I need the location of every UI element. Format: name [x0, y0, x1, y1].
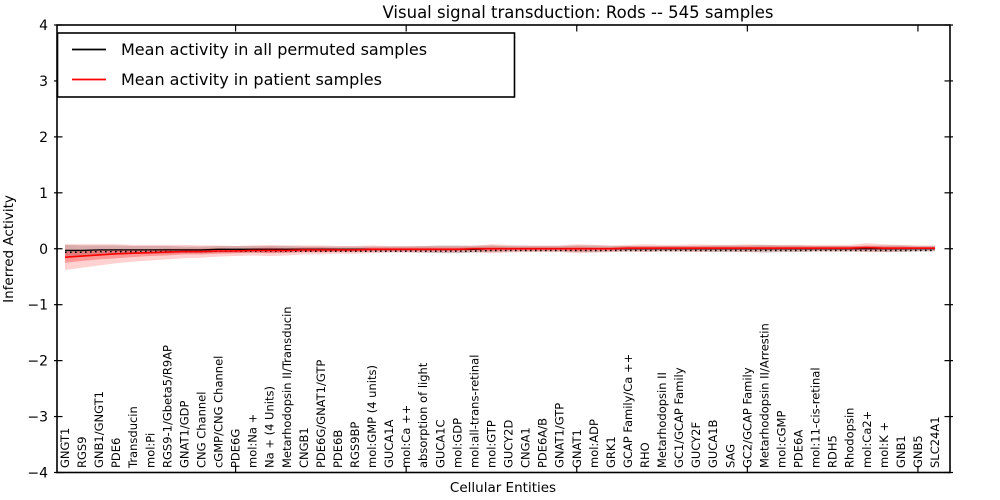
x-category-label: GNAT1/GDP [177, 401, 191, 468]
x-category-label: GNB1/GNGT1 [92, 391, 106, 468]
x-category-label: mol:Na + [246, 414, 260, 468]
legend-label-permuted: Mean activity in all permuted samples [121, 40, 427, 59]
x-category-label: Rhodopsin [843, 408, 857, 468]
x-category-label: RGS9BP [348, 422, 362, 468]
x-category-label: Metarhodopsin II [655, 372, 669, 468]
x-category-label: GNAT1 [570, 429, 584, 468]
x-category-label: cGMP/CNG Channel [212, 356, 226, 468]
x-category-label: Metarhodopsin II/Transducin [280, 306, 294, 468]
x-category-label: CNGA1 [519, 427, 533, 468]
x-category-label: GNB5 [911, 435, 925, 468]
x-category-label: CNGB1 [297, 427, 311, 468]
x-category-label: mol:GTP [484, 420, 498, 468]
x-category-label: Na + (4 Units) [263, 386, 277, 468]
x-category-label: CNG Channel [194, 392, 208, 468]
x-category-label: mol:Ca ++ [399, 405, 413, 468]
x-category-label: GUCA1C [433, 419, 447, 468]
x-category-label: GRK1 [604, 436, 618, 468]
x-category-label: mol:Pi [143, 433, 157, 468]
y-tick-label: 3 [39, 74, 48, 90]
x-category-label: PDE6B [331, 430, 345, 468]
x-category-label: mol:all-trans-retinal [467, 355, 481, 468]
x-category-label: absorption of light [416, 362, 430, 468]
x-category-label: GNB1 [894, 435, 908, 468]
x-category-label: mol:11-cis-retinal [809, 367, 823, 468]
x-category-label: mol:K + [877, 422, 891, 468]
y-tick-label: −4 [27, 466, 48, 482]
x-category-label: PDE6G [229, 429, 243, 468]
y-tick-label: −2 [27, 354, 48, 370]
x-category-label: mol:cGMP [774, 411, 788, 468]
x-category-label: PDE6A/B [536, 418, 550, 468]
x-category-label: Transducin [126, 406, 140, 469]
y-tick-label: 0 [39, 242, 48, 258]
x-category-label: GUCY2F [689, 422, 703, 468]
y-tick-label: 1 [39, 186, 48, 202]
legend-box [56, 32, 516, 98]
x-category-label: Metarhodopsin II/Arrestin [757, 323, 771, 468]
y-axis-label: Inferred Activity [1, 195, 17, 303]
y-tick-label: 2 [39, 130, 48, 146]
x-category-label: RGS9 [75, 436, 89, 468]
x-category-label: GC1/GCAP Family [672, 367, 686, 468]
y-tick-label: −3 [27, 410, 48, 426]
x-category-label: mol:ADP [587, 419, 601, 468]
x-category-label: mol:GMP (4 units) [365, 365, 379, 468]
y-tick-label: 4 [39, 18, 48, 34]
x-category-label: GC2/GCAP Family [740, 367, 754, 468]
x-category-label: RGS9-1/Gbeta5/R9AP [160, 345, 174, 468]
x-category-label: GCAP Family/Ca ++ [621, 354, 635, 468]
x-category-label: PDE6 [109, 438, 123, 468]
x-category-label: RHO [638, 442, 652, 468]
x-category-label: GNGT1 [58, 428, 72, 468]
x-category-label: mol:Ca2+ [860, 411, 874, 468]
legend: Mean activity in all permuted samples Me… [56, 32, 516, 98]
x-category-label: SAG [723, 444, 737, 468]
x-category-label: GNAT1/GTP [553, 403, 567, 468]
x-category-label: GUCA1B [706, 419, 720, 468]
chart-title: Visual signal transduction: Rods -- 545 … [383, 3, 774, 22]
y-tick-label: −1 [27, 298, 48, 314]
x-category-label: GUCA1A [382, 419, 396, 468]
x-category-label: PDE6G/GNAT1/GTP [314, 360, 328, 468]
legend-label-patient: Mean activity in patient samples [121, 70, 382, 89]
x-category-label: RDH5 [826, 435, 840, 468]
x-axis-label: Cellular Entities [450, 480, 556, 496]
x-category-label: mol:GDP [450, 418, 464, 468]
patient-mean-line [64, 246, 935, 258]
x-category-label: GUCY2D [502, 420, 516, 468]
x-category-label: SLC24A1 [928, 416, 942, 468]
x-category-label: PDE6A [792, 430, 806, 468]
